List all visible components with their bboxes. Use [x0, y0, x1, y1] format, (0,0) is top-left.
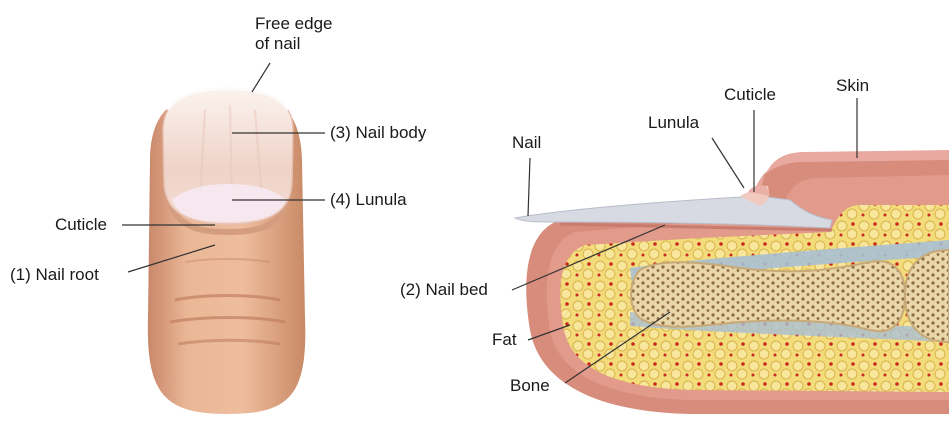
label-nail-bed: (2) Nail bed	[400, 280, 488, 300]
label-bone: Bone	[510, 376, 550, 396]
label-lunula-left: (4) Lunula	[330, 190, 407, 210]
label-nail-body: (3) Nail body	[330, 123, 426, 143]
finger-sagittal-section	[515, 150, 949, 414]
label-cuticle-left: Cuticle	[55, 215, 107, 235]
leader-lunula-r	[712, 138, 744, 188]
leader-nail	[528, 158, 530, 216]
label-nail: Nail	[512, 133, 541, 153]
label-free-edge: Free edge of nail	[255, 14, 333, 54]
label-fat: Fat	[492, 330, 517, 350]
label-nail-root: (1) Nail root	[10, 265, 99, 285]
bone-distal-phalanx	[631, 261, 905, 331]
label-cuticle-right: Cuticle	[724, 85, 776, 105]
finger-dorsal-view	[148, 88, 305, 414]
label-skin: Skin	[836, 76, 869, 96]
leader-free-edge	[252, 63, 270, 92]
label-lunula-right: Lunula	[648, 113, 699, 133]
